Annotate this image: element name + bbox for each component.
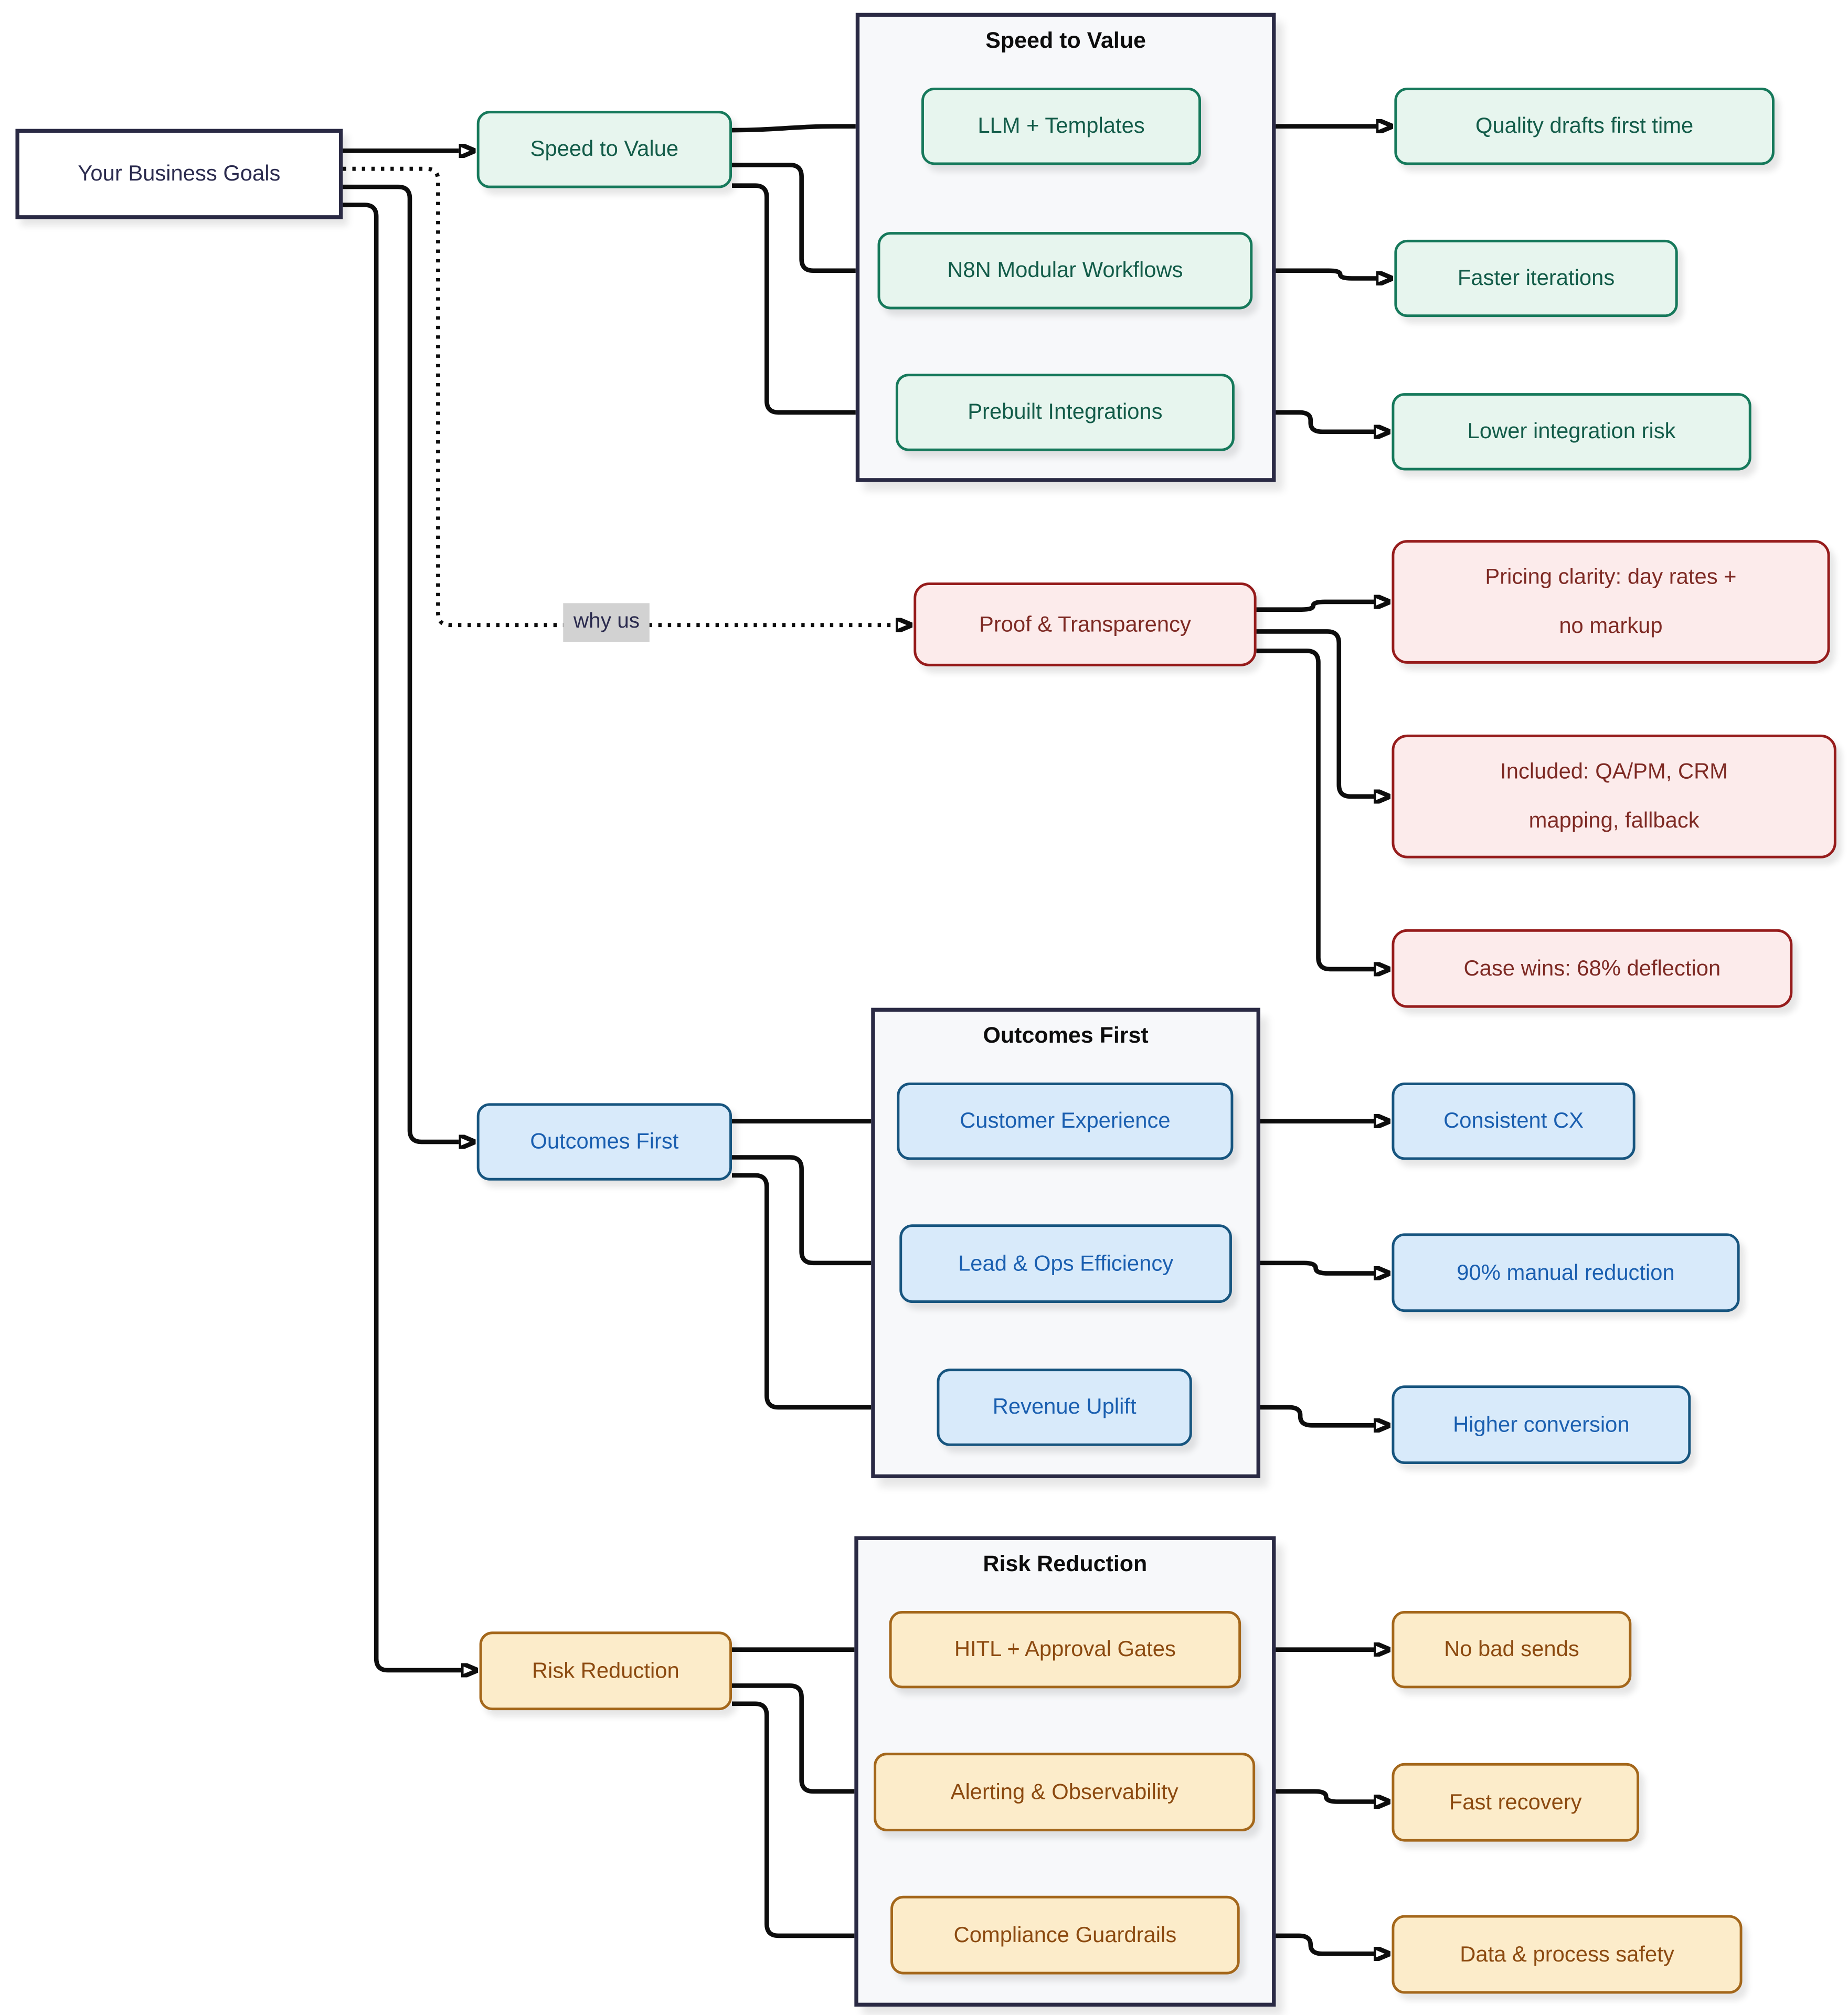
node-faster-iterations: Faster iterations bbox=[1394, 239, 1678, 317]
edge-proof-to-casewins bbox=[1256, 648, 1374, 969]
edge-outcomes-to-leadops bbox=[732, 1155, 881, 1263]
subgraph-speed-to-value-title: Speed to Value bbox=[985, 27, 1146, 53]
edge-speed-to-llm bbox=[732, 126, 904, 130]
node-speed-to-value: Speed to Value bbox=[476, 111, 732, 188]
node-revenue-uplift: Revenue Uplift bbox=[937, 1369, 1192, 1446]
edge-proof-to-pricing bbox=[1256, 602, 1374, 612]
node-n8n-modular-workflows: N8N Modular Workflows bbox=[877, 232, 1253, 310]
node-lead-ops-efficiency: Lead & Ops Efficiency bbox=[899, 1224, 1232, 1303]
edge-revenue-to-conversion bbox=[1192, 1405, 1374, 1425]
edge-compliance-to-safety bbox=[1239, 1933, 1374, 1954]
edge-speed-to-prebuilt bbox=[732, 183, 878, 412]
edge-root-to-proof-why-us bbox=[343, 166, 896, 625]
node-no-bad-sends: No bad sends bbox=[1392, 1611, 1632, 1689]
node-fast-recovery: Fast recovery bbox=[1392, 1763, 1640, 1842]
node-alerting-observability: Alerting & Observability bbox=[874, 1753, 1256, 1831]
edge-prebuilt-to-lower bbox=[1234, 410, 1374, 432]
edge-alerting-to-recovery bbox=[1255, 1789, 1374, 1802]
node-consistent-cx: Consistent CX bbox=[1392, 1083, 1635, 1160]
edge-proof-to-included bbox=[1256, 629, 1374, 796]
included-line-1: Included: QA/PM, CRM bbox=[1500, 759, 1728, 784]
pricing-clarity-line-2: no markup bbox=[1559, 613, 1663, 638]
node-outcomes-first: Outcomes First bbox=[476, 1103, 732, 1181]
node-pricing-clarity: Pricing clarity: day rates + no markup bbox=[1392, 540, 1830, 664]
edge-n8n-to-faster bbox=[1252, 268, 1376, 279]
node-lower-integration-risk: Lower integration risk bbox=[1392, 393, 1751, 471]
node-90-manual-reduction: 90% manual reduction bbox=[1392, 1233, 1740, 1312]
node-risk-reduction: Risk Reduction bbox=[479, 1631, 732, 1711]
node-proof-transparency: Proof & Transparency bbox=[914, 582, 1257, 666]
node-llm-templates: LLM + Templates bbox=[921, 88, 1201, 165]
node-case-wins-deflection: Case wins: 68% deflection bbox=[1392, 929, 1793, 1008]
node-customer-experience: Customer Experience bbox=[897, 1083, 1234, 1160]
node-hitl-approval-gates: HITL + Approval Gates bbox=[889, 1611, 1241, 1689]
node-included-qa-pm: Included: QA/PM, CRM mapping, fallback bbox=[1392, 734, 1836, 858]
pricing-clarity-line-1: Pricing clarity: day rates + bbox=[1485, 564, 1737, 589]
node-higher-conversion: Higher conversion bbox=[1392, 1385, 1691, 1465]
edge-leadops-to-manual bbox=[1231, 1260, 1374, 1274]
edge-root-to-outcomes bbox=[343, 184, 459, 1142]
node-quality-drafts-first-time: Quality drafts first time bbox=[1394, 88, 1775, 165]
edge-outcomes-to-revenue bbox=[732, 1173, 919, 1407]
node-compliance-guardrails: Compliance Guardrails bbox=[890, 1895, 1240, 1975]
node-prebuilt-integrations: Prebuilt Integrations bbox=[895, 374, 1235, 451]
subgraph-outcomes-first-title: Outcomes First bbox=[983, 1022, 1149, 1048]
included-line-2: mapping, fallback bbox=[1528, 808, 1700, 833]
edge-label-why-us: why us bbox=[563, 603, 650, 642]
edge-risk-to-alerting bbox=[732, 1683, 856, 1791]
node-your-business-goals: Your Business Goals bbox=[15, 129, 343, 219]
subgraph-risk-reduction-title: Risk Reduction bbox=[983, 1550, 1148, 1576]
node-data-process-safety: Data & process safety bbox=[1392, 1915, 1743, 1994]
edge-root-to-risk bbox=[343, 203, 461, 1670]
edge-risk-to-compliance bbox=[732, 1701, 873, 1936]
edge-speed-to-n8n bbox=[732, 163, 859, 270]
